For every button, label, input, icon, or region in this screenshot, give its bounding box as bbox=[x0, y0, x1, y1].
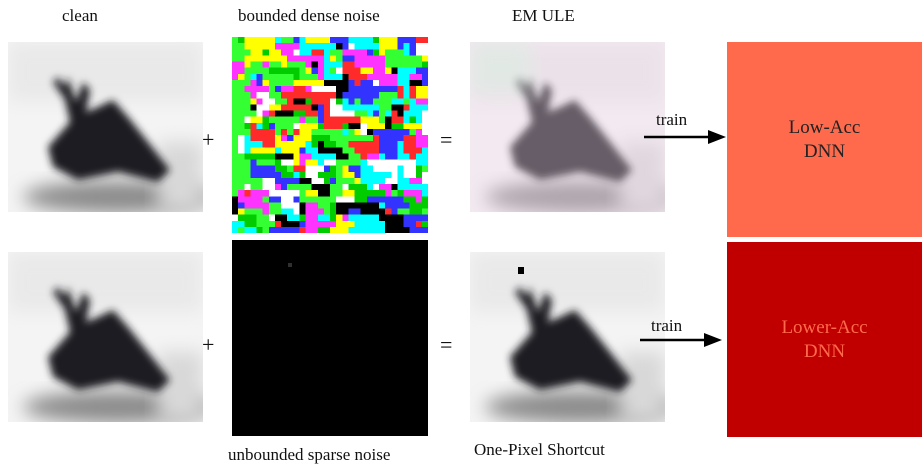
ops-image bbox=[470, 252, 665, 422]
clean-image bbox=[8, 42, 203, 212]
sparse-noise-footer: unbounded sparse noise bbox=[228, 445, 391, 464]
equals-sign: = bbox=[440, 127, 453, 152]
clean-image bbox=[8, 252, 203, 422]
box-line1: Low-Acc bbox=[788, 116, 861, 138]
em-ule-image bbox=[470, 42, 665, 212]
equals-sign: = bbox=[440, 332, 453, 357]
box-line2: DNN bbox=[803, 340, 846, 362]
box-line2: DNN bbox=[803, 140, 846, 162]
sparse-noise-image bbox=[232, 240, 428, 436]
dense-noise-image bbox=[232, 37, 428, 233]
ops-footer: One-Pixel Shortcut bbox=[474, 440, 605, 459]
dense-noise-header: bounded dense noise bbox=[238, 6, 380, 25]
plus-sign: + bbox=[202, 127, 215, 152]
train-label: train bbox=[656, 110, 688, 129]
train-label: train bbox=[651, 316, 683, 335]
em-ule-header: EM ULE bbox=[512, 6, 575, 25]
box-line1: Lower-Acc bbox=[781, 316, 868, 338]
right-arrow-icon bbox=[644, 130, 726, 144]
clean-header: clean bbox=[62, 6, 98, 25]
plus-sign: + bbox=[202, 332, 215, 357]
right-arrow-icon bbox=[640, 333, 722, 347]
